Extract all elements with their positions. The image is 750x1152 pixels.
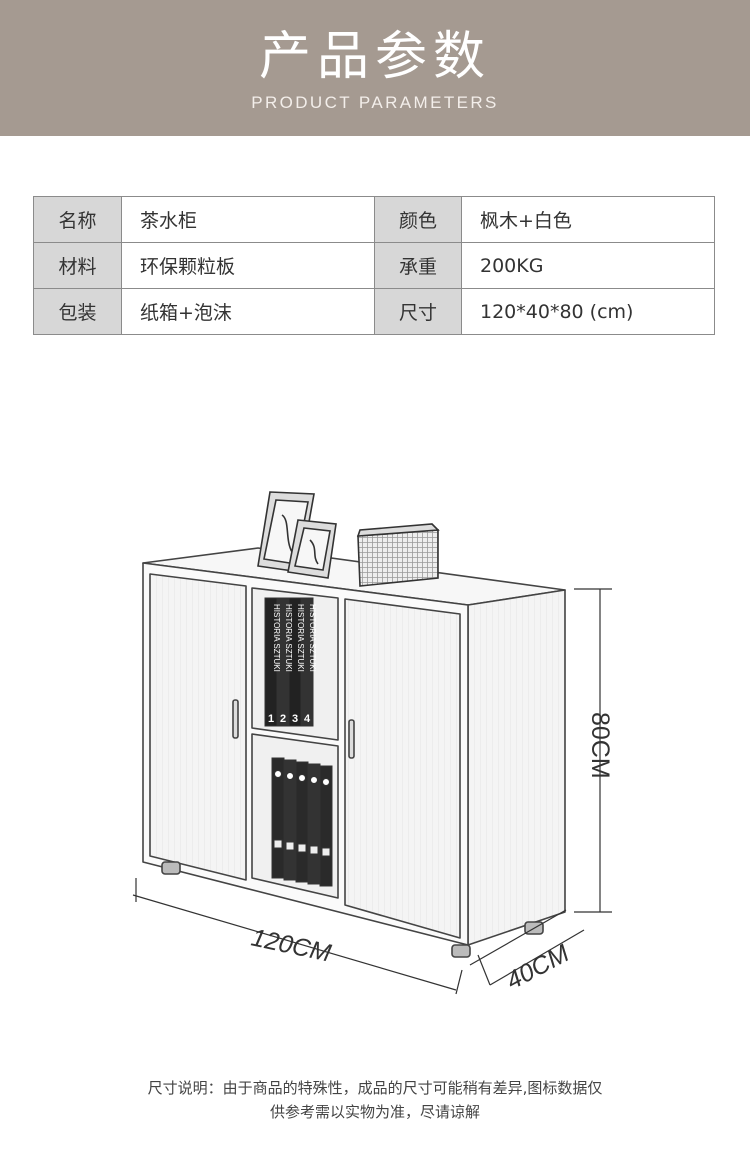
param-value: 纸箱+泡沫 [121,288,375,335]
param-value: 120*40*80 (cm) [461,288,715,335]
param-value: 200KG [461,242,715,289]
handle-icon [348,719,355,759]
size-disclaimer-line1: 尺寸说明：由于商品的特殊性，成品的尺寸可能稍有差异,图标数据仅 [147,1079,603,1097]
param-value: 枫木+白色 [461,196,715,243]
foot-icon [161,861,181,875]
book-spine-text: HISTORIA SZTUKI [284,604,293,672]
book-number: 4 [304,713,311,725]
param-key: 颜色 [374,196,462,243]
height-dimension-label: 80CM [586,712,614,779]
dimension-lines [132,588,612,995]
param-key: 材料 [33,242,122,289]
depth-dimension-label: 40CM [502,939,574,995]
page-subtitle: PRODUCT PARAMETERS [251,93,499,112]
book-number: 2 [280,713,286,725]
param-key: 承重 [374,242,462,289]
size-disclaimer-line2: 供参考需以实物为准，尽请谅解 [269,1103,480,1121]
left-door [149,573,247,881]
book-spine-text: HISTORIA SZTUKI [272,604,281,672]
book-spine-text: HISTORIA SZTUKI [308,604,317,672]
param-key: 尺寸 [374,288,462,335]
upper-books: HISTORIA SZTUKI HISTORIA SZTUKI HISTORIA… [264,597,317,727]
cabinet [142,547,566,958]
table-row: 包装 纸箱+泡沫 尺寸 120*40*80 (cm) [33,288,715,335]
lower-books [271,757,333,887]
right-door [344,598,461,939]
basket [356,523,440,587]
page-title: 产品参数 [258,27,491,87]
cabinet-illustration: HISTORIA SZTUKI HISTORIA SZTUKI HISTORIA… [132,491,614,995]
parameters-table: 名称 茶水柜 颜色 枫木+白色 材料 环保颗粒板 承重 200KG 包装 纸箱+… [33,196,715,335]
picture-frames [257,491,337,579]
param-value: 茶水柜 [121,196,375,243]
table-row: 材料 环保颗粒板 承重 200KG [33,242,715,289]
param-key: 名称 [33,196,122,243]
width-dimension-label: 120CM [249,923,334,967]
book-number: 3 [292,713,298,725]
param-key: 包装 [33,288,122,335]
book-number: 1 [268,713,274,725]
param-value: 环保颗粒板 [121,242,375,289]
foot-icon [451,944,471,958]
table-row: 名称 茶水柜 颜色 枫木+白色 [33,196,715,243]
book-spine-text: HISTORIA SZTUKI [296,604,305,672]
handle-icon [232,699,239,739]
header-banner: 产品参数 PRODUCT PARAMETERS [0,0,750,136]
